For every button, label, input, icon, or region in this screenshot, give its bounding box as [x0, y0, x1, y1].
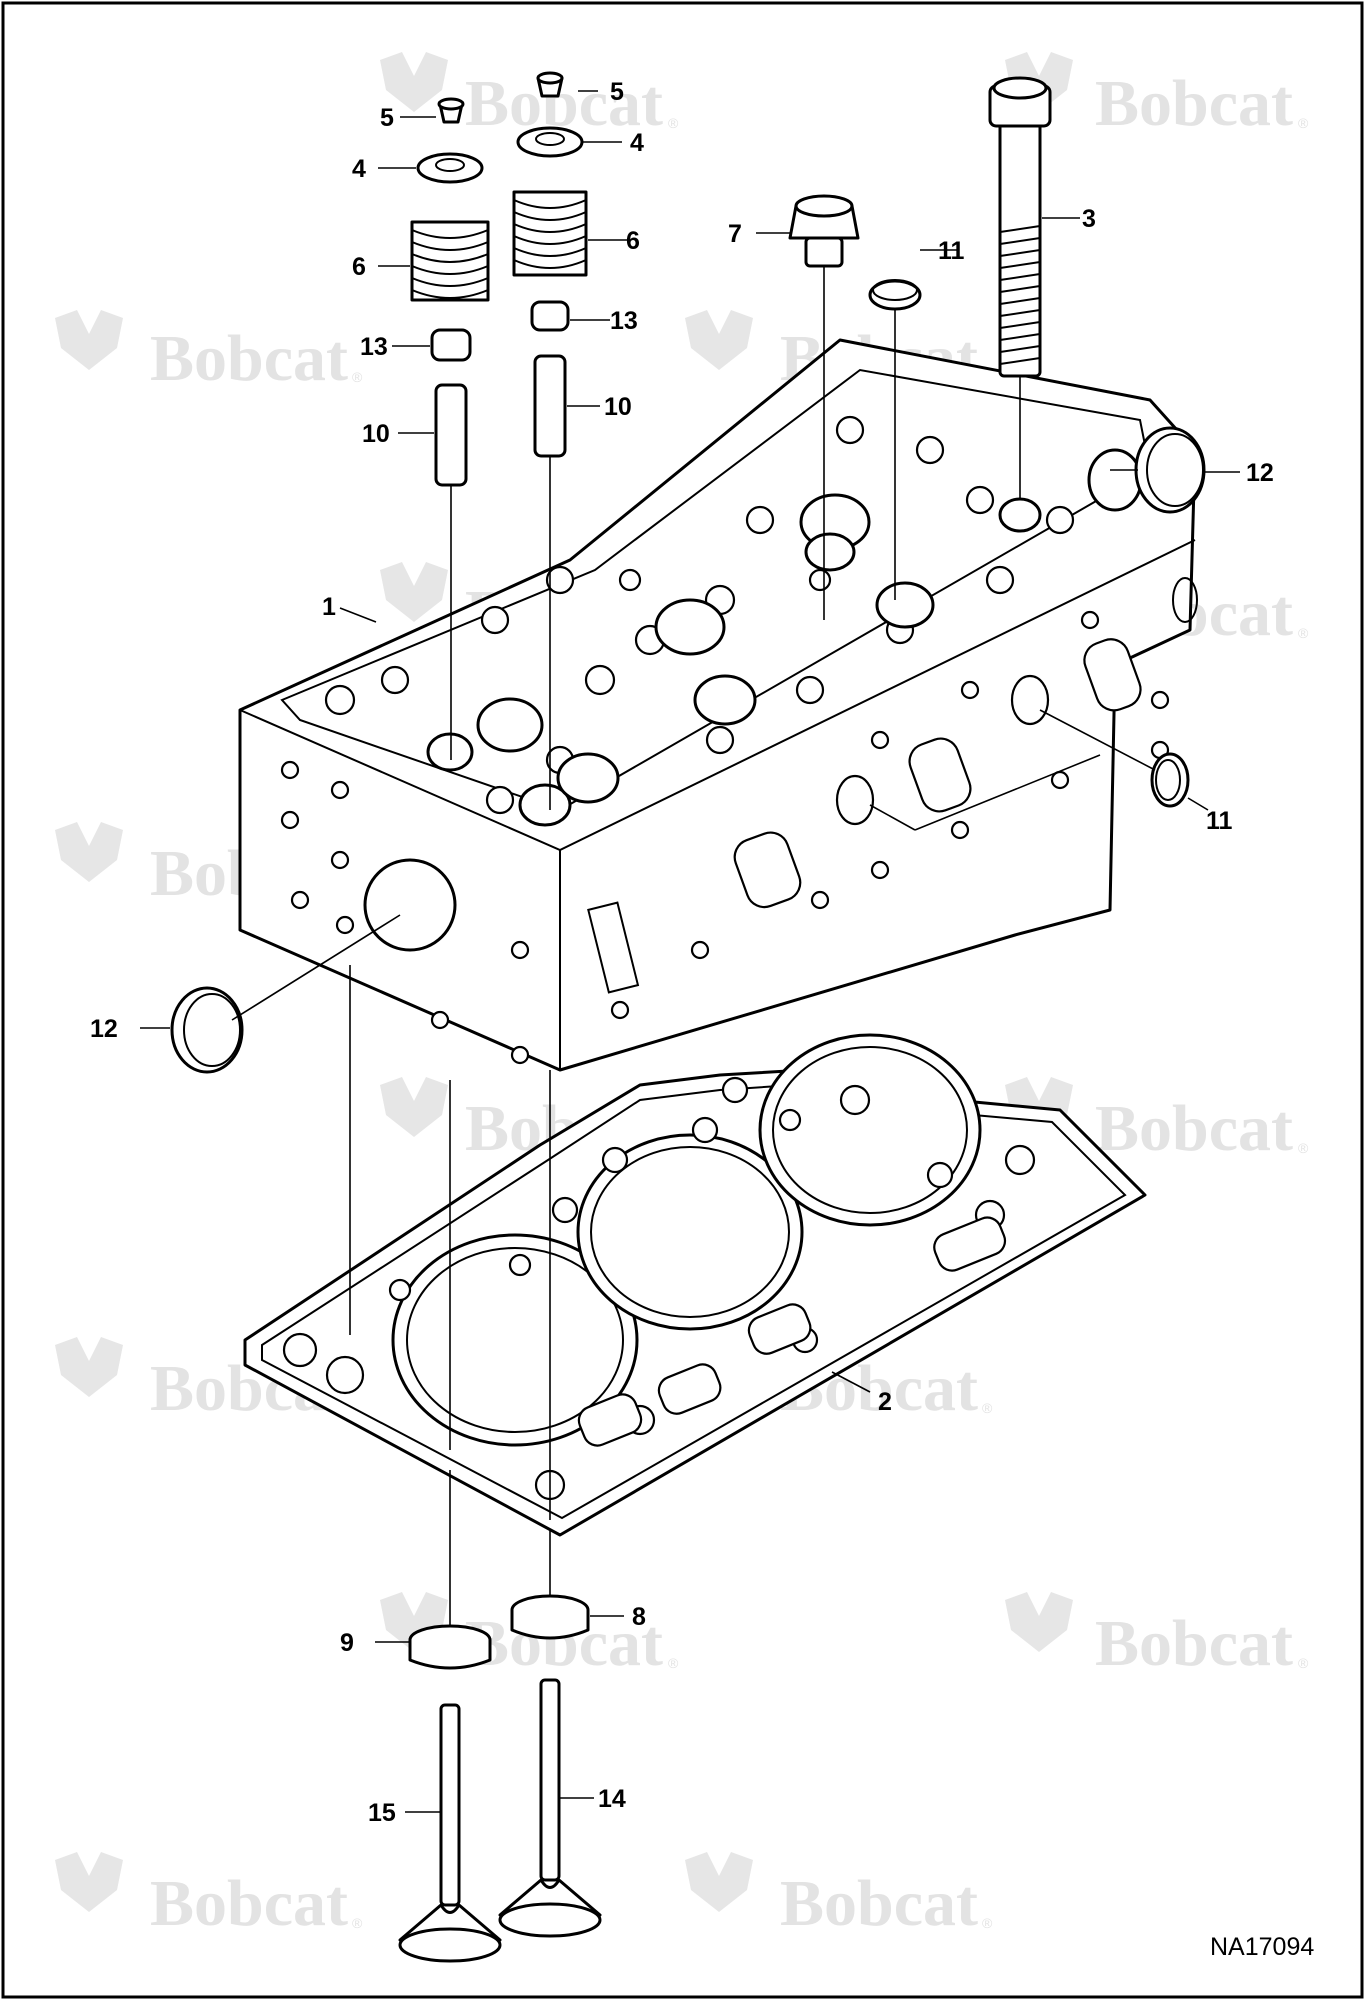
bobcat-logo-icon — [380, 562, 448, 622]
spring-retainer — [416, 152, 484, 184]
valve-stem-seal — [530, 300, 570, 332]
callout-7: 7 — [728, 220, 742, 248]
watermark-mark: ® — [668, 1655, 679, 1671]
cylinder-head — [238, 338, 1198, 1072]
callout-4: 4 — [630, 129, 644, 157]
callout-6: 6 — [352, 253, 366, 281]
callout-12: 12 — [1246, 459, 1274, 487]
watermark-text: Bobcat — [150, 322, 348, 395]
callout-5: 5 — [380, 104, 394, 132]
callout-3: 3 — [1082, 205, 1096, 233]
watermark: Bobcat ® — [55, 1852, 363, 1940]
bobcat-logo-icon — [685, 1852, 753, 1912]
valve-stack-right — [512, 71, 588, 810]
cylinder-bore-3 — [758, 1033, 982, 1227]
cylinder-bore-1 — [391, 1233, 639, 1447]
plug-right — [1134, 426, 1206, 514]
bobcat-logo-icon — [55, 1337, 123, 1397]
callout-10: 10 — [604, 393, 632, 421]
watermark-mark: ® — [982, 1400, 993, 1416]
callout-8: 8 — [632, 1603, 646, 1631]
bobcat-logo-icon — [55, 310, 123, 370]
callout-2: 2 — [878, 1388, 892, 1416]
watermark-mark: ® — [668, 115, 679, 131]
head-bolt — [988, 76, 1052, 378]
valve-seat-9 — [408, 1624, 492, 1670]
watermark: Bobcat ® — [685, 1852, 993, 1940]
cylinder-bore-2 — [576, 1133, 804, 1331]
watermark-mark: ® — [1298, 625, 1309, 641]
bobcat-logo-icon — [380, 1077, 448, 1137]
callout-1: 1 — [322, 593, 336, 621]
watermark-mark: ® — [1298, 1655, 1309, 1671]
nozzle-holder — [788, 194, 860, 620]
valve-stack-left — [410, 97, 490, 760]
watermark-text: Bobcat — [150, 1867, 348, 1940]
watermark-text: Bobcat — [1095, 67, 1293, 140]
callout-15: 15 — [368, 1799, 396, 1827]
head-gasket — [243, 1033, 1147, 1537]
callout-leaders — [140, 90, 1240, 1813]
callouts: 5 5 4 4 6 6 13 13 10 10 7 11 3 12 1 11 1… — [90, 78, 1274, 1827]
bobcat-logo-icon — [55, 1852, 123, 1912]
watermark-text: Bobcat — [1095, 1092, 1293, 1165]
valve-stem-seal — [430, 328, 472, 362]
watermark-text: Bobcat — [1095, 1607, 1293, 1680]
seal-ring-top — [868, 279, 922, 600]
watermark-mark: ® — [982, 1915, 993, 1931]
callout-12: 12 — [90, 1015, 118, 1043]
valve-guide — [533, 354, 567, 458]
valve-seat-8 — [510, 1594, 590, 1640]
callout-13: 13 — [360, 333, 388, 361]
callout-13: 13 — [610, 307, 638, 335]
callout-6: 6 — [626, 227, 640, 255]
bobcat-logo-icon — [380, 52, 448, 112]
watermark-text: Bobcat — [780, 1867, 978, 1940]
callout-5: 5 — [610, 78, 624, 106]
plug-left — [170, 986, 244, 1074]
seal-ring-side — [1150, 752, 1190, 808]
callout-10: 10 — [362, 420, 390, 448]
callout-9: 9 — [340, 1629, 354, 1657]
bobcat-logo-icon — [685, 310, 753, 370]
watermark-mark: ® — [1298, 115, 1309, 131]
alignment-lines — [231, 376, 1156, 1520]
bobcat-logo-icon — [1005, 1592, 1073, 1652]
intake-valve — [498, 1530, 602, 1938]
watermark: Bobcat ® — [55, 310, 363, 395]
exhaust-valve — [398, 1470, 502, 1963]
watermark-mark: ® — [1298, 1140, 1309, 1156]
callout-14: 14 — [598, 1785, 626, 1813]
bobcat-logo-icon — [55, 822, 123, 882]
callout-11: 11 — [1206, 807, 1233, 835]
watermark: Bobcat ® — [380, 52, 679, 140]
callout-11: 11 — [938, 237, 965, 265]
callout-4: 4 — [352, 155, 366, 183]
valve-guide — [434, 383, 468, 487]
watermark-text: Bobcat — [465, 67, 663, 140]
figure-id: NA17094 — [1210, 1933, 1314, 1961]
watermark: Bobcat ® — [1005, 1592, 1309, 1680]
watermark-mark: ® — [352, 369, 363, 385]
head-bore-front — [363, 858, 457, 952]
watermark-mark: ® — [352, 1915, 363, 1931]
